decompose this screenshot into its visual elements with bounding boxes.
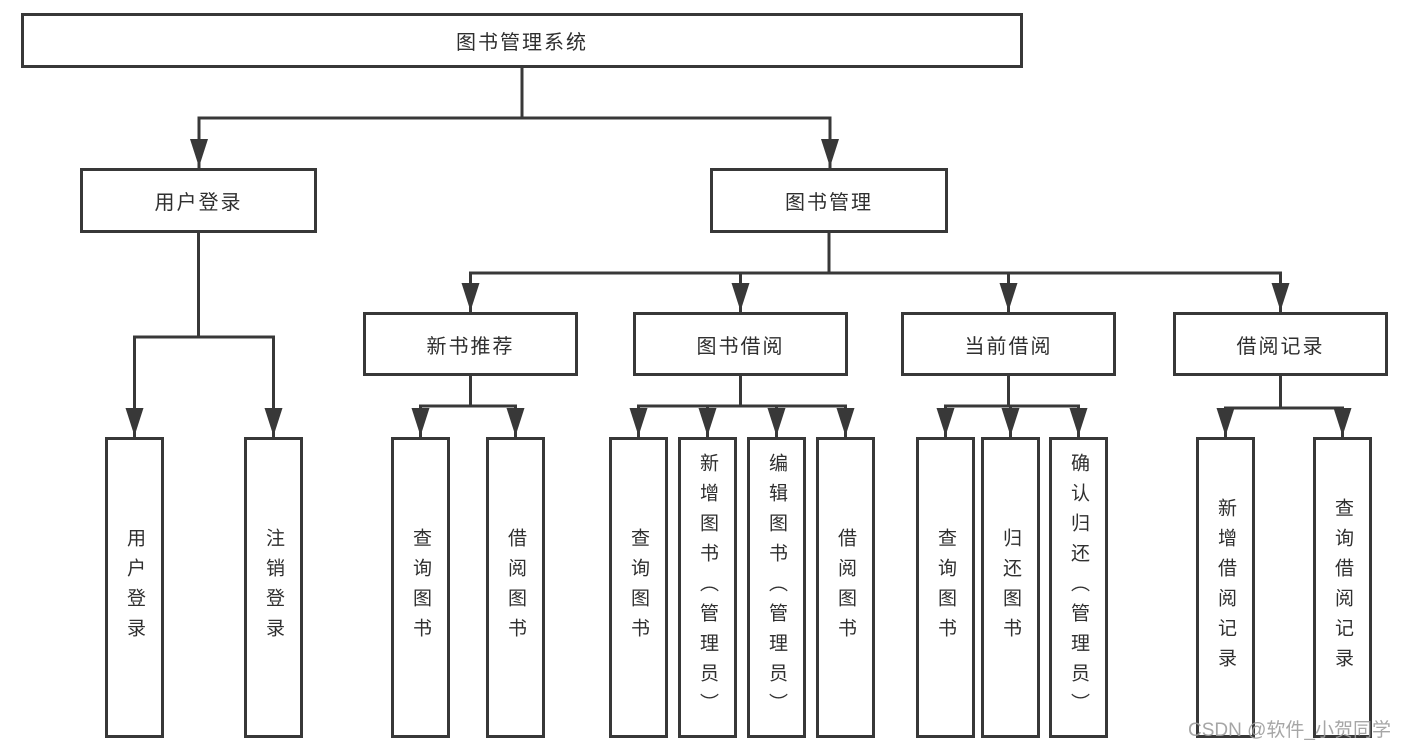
node-leaf-return-book: 归还图书 <box>981 437 1040 738</box>
connector-book-management-branch <box>461 231 1290 313</box>
node-library-management-system: 图书管理系统 <box>21 13 1023 68</box>
node-user-login: 用户登录 <box>80 168 317 233</box>
node-leaf-add-book-admin: 新增图书（管理员） <box>678 437 737 738</box>
node-current-borrow: 当前借阅 <box>901 312 1116 376</box>
node-leaf-query-book: 查询图书 <box>391 437 450 738</box>
node-leaf-borrow-book: 借阅图书 <box>486 437 545 738</box>
node-label: 新书推荐 <box>426 335 515 358</box>
node-leaf-query-borrow-record: 查询借阅记录 <box>1313 437 1372 738</box>
csdn-watermark: CSDN @软件_小贺同学 <box>1188 720 1391 741</box>
node-label: 借阅图书 <box>835 527 856 648</box>
connector-new-book-branch <box>411 374 525 438</box>
node-label: 新增借阅记录 <box>1215 497 1236 678</box>
connector-book-borrow-branch <box>629 374 855 438</box>
connector-current-borrow-branch <box>936 374 1088 438</box>
node-label: 借阅图书 <box>505 527 526 648</box>
node-label: 新增图书（管理员） <box>697 452 718 723</box>
connector-borrow-records-branch <box>1216 374 1352 438</box>
node-label: 查询图书 <box>935 527 956 648</box>
node-borrow-records: 借阅记录 <box>1173 312 1388 376</box>
node-leaf-add-borrow-record: 新增借阅记录 <box>1196 437 1255 738</box>
node-label: 编辑图书（管理员） <box>766 452 787 723</box>
node-label: 归还图书 <box>1000 527 1021 648</box>
node-label: 查询图书 <box>410 527 431 648</box>
node-leaf-edit-book-admin: 编辑图书（管理员） <box>747 437 806 738</box>
node-book-management: 图书管理 <box>710 168 948 233</box>
node-label: 注销登录 <box>263 527 284 648</box>
node-label: 查询图书 <box>628 527 649 648</box>
node-new-book-recommend: 新书推荐 <box>363 312 578 376</box>
node-label: 确认归还（管理员） <box>1068 452 1089 723</box>
node-leaf-confirm-return-admin: 确认归还（管理员） <box>1049 437 1108 738</box>
node-leaf-query-book: 查询图书 <box>609 437 668 738</box>
node-label: 图书借阅 <box>696 335 785 358</box>
node-label: 用户登录 <box>124 527 145 648</box>
node-label: 图书管理系统 <box>456 32 588 54</box>
node-leaf-borrow-book: 借阅图书 <box>816 437 875 738</box>
node-label: 借阅记录 <box>1236 335 1325 358</box>
connector-user-login-branch <box>125 231 283 438</box>
node-label: 图书管理 <box>785 192 873 214</box>
connector-root-to-level2 <box>190 66 839 169</box>
node-leaf-query-book: 查询图书 <box>916 437 975 738</box>
node-book-borrow: 图书借阅 <box>633 312 848 376</box>
node-label: 当前借阅 <box>964 335 1053 358</box>
node-leaf-logout: 注销登录 <box>244 437 303 738</box>
node-leaf-user-login: 用户登录 <box>105 437 164 738</box>
node-label: 查询借阅记录 <box>1332 497 1353 678</box>
node-label: 用户登录 <box>154 192 243 214</box>
